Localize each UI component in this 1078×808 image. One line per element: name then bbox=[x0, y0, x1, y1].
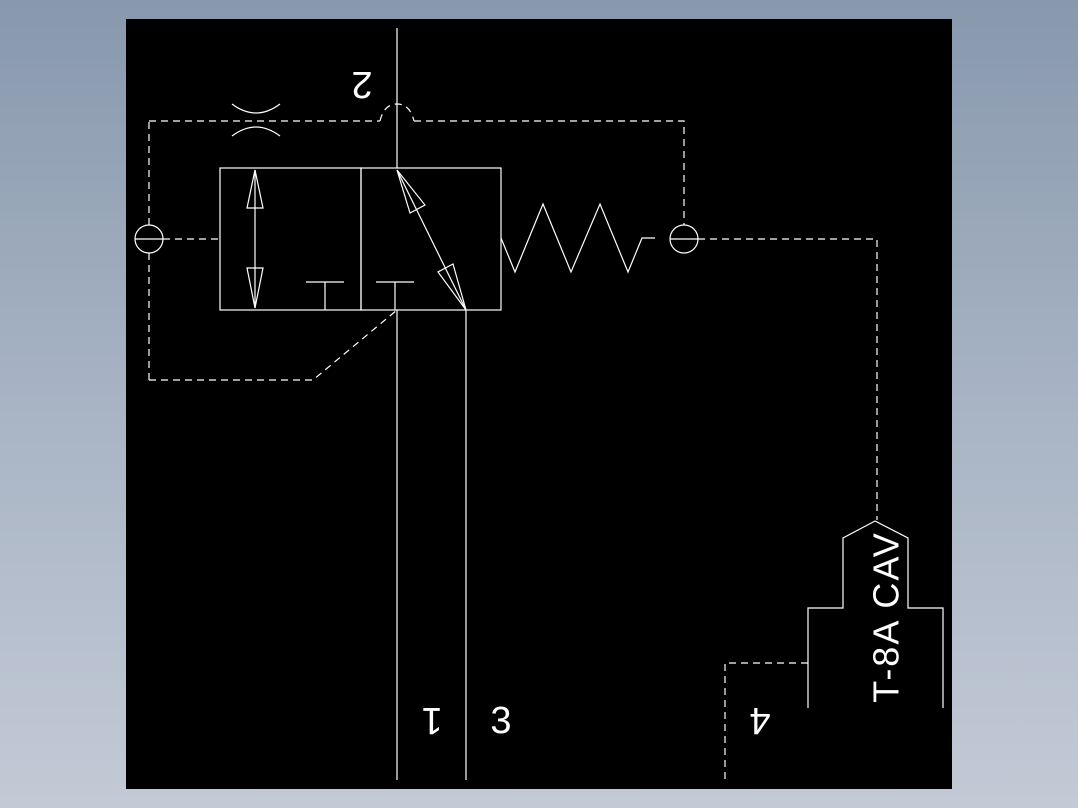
cavity-label: T-8A CAV bbox=[866, 531, 907, 702]
flow-arrow-head-top-icon bbox=[396, 169, 426, 214]
pilot-line-right bbox=[698, 238, 878, 520]
pilot-line-bottom bbox=[149, 309, 398, 381]
valve-envelope-left bbox=[219, 167, 362, 311]
port-3-label: 3 bbox=[490, 700, 511, 742]
arrow-head-down-icon bbox=[246, 267, 264, 309]
port-2-label: 2 bbox=[351, 63, 372, 105]
pilot-line-crossover bbox=[379, 103, 415, 122]
pilot-line-top-right bbox=[414, 120, 685, 225]
orifice-icon-lower bbox=[231, 126, 281, 137]
port-4-label: 4 bbox=[749, 699, 770, 741]
port-1-label: 1 bbox=[421, 699, 442, 741]
arrow-head-up-icon bbox=[246, 169, 264, 209]
spring-icon bbox=[500, 202, 655, 274]
port-4-drain-line bbox=[724, 662, 808, 780]
orifice-icon bbox=[231, 103, 281, 114]
flow-arrow-head-bottom-icon bbox=[437, 263, 467, 311]
flow-path-diagonal bbox=[396, 169, 467, 311]
cavity-outline bbox=[807, 520, 944, 708]
drawing-canvas bbox=[126, 19, 952, 789]
